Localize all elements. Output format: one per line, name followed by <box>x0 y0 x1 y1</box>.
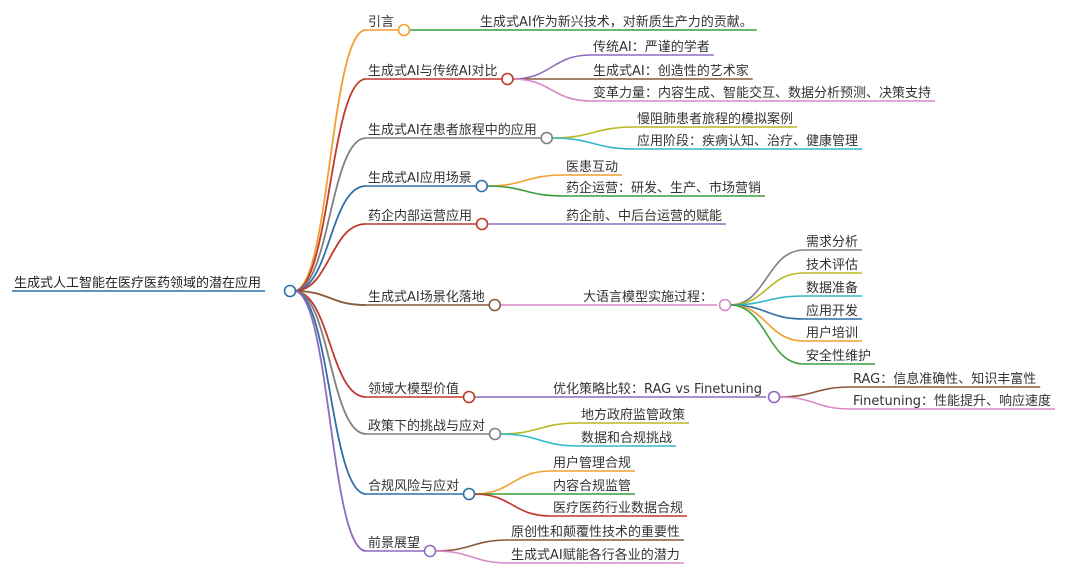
detail-5-0-5[interactable]: 安全性维护 <box>806 348 871 364</box>
branch-collapse-node-1[interactable] <box>501 72 514 86</box>
subtopic-5-0[interactable]: 大语言模型实施过程： <box>583 290 713 305</box>
branch-collapse-node-5[interactable] <box>488 298 502 312</box>
branch-topic-7[interactable]: 政策下的挑战与应对 <box>368 418 485 434</box>
branch-topic-6[interactable]: 领域大模型价值 <box>368 381 459 397</box>
subtopic-8-2[interactable]: 医疗医药行业数据合规 <box>553 501 683 516</box>
subtopic-2-0[interactable]: 慢阻肺患者旅程的模拟案例 <box>637 111 793 127</box>
branch-collapse-node-3[interactable] <box>475 179 489 193</box>
branch-topic-9[interactable]: 前景展望 <box>368 535 420 551</box>
subtopic-8-0[interactable]: 用户管理合规 <box>553 455 631 471</box>
branch-topic-2[interactable]: 生成式AI在患者旅程中的应用 <box>368 122 537 138</box>
subtopic-4-0[interactable]: 药企前、中后台运营的赋能 <box>566 208 722 224</box>
branch-collapse-node-7[interactable] <box>488 427 502 441</box>
branch-collapse-node-8[interactable] <box>462 487 476 501</box>
detail-connector-6-0-0 <box>779 386 852 398</box>
subtopic-connector-2-1 <box>551 137 636 150</box>
branch-connector-2 <box>293 137 367 292</box>
detail-6-0-1[interactable]: Finetuning：性能提升、响应速度 <box>853 393 1051 409</box>
subtopic-1-0[interactable]: 传统AI：严谨的学者 <box>593 39 710 55</box>
detail-connector-6-0-1 <box>779 396 852 410</box>
subtopic-6-0[interactable]: 优化策略比较：RAG vs Finetuning <box>553 381 762 397</box>
subtopic-connector-3-1 <box>486 185 565 197</box>
subtopic-connector-8-0 <box>474 470 552 495</box>
branch-connector-8 <box>293 290 367 495</box>
subtopic-connector-1-0 <box>512 54 592 80</box>
branch-topic-0[interactable]: 引言 <box>368 15 394 30</box>
detail-connector-5-0-5 <box>730 304 805 365</box>
subtopic-8-1[interactable]: 内容合规监管 <box>553 478 631 494</box>
branch-collapse-node-2[interactable] <box>540 131 554 145</box>
branch-collapse-node-4[interactable] <box>475 217 489 231</box>
subtopic-connector-1-2 <box>512 78 592 102</box>
root-collapse-node[interactable] <box>283 284 297 298</box>
subtopic-connector-7-0 <box>500 422 580 435</box>
subtopic-connector-9-1 <box>435 550 510 564</box>
subtopic-connector-9-0 <box>435 539 510 552</box>
branch-collapse-node-9[interactable] <box>423 544 437 558</box>
subtopic-connector-2-0 <box>551 126 636 139</box>
branch-connector-5 <box>293 290 367 306</box>
detail-6-0-0[interactable]: RAG：信息准确性、知识丰富性 <box>853 371 1036 387</box>
branch-topic-4[interactable]: 药企内部运营应用 <box>368 208 472 224</box>
subtopic-collapse-node-6-0[interactable] <box>767 390 781 404</box>
branch-topic-1[interactable]: 生成式AI与传统AI对比 <box>368 64 497 79</box>
subtopic-9-1[interactable]: 生成式AI赋能各行各业的潜力 <box>511 547 680 563</box>
subtopic-connector-3-0 <box>486 174 565 187</box>
branch-collapse-node-6[interactable] <box>462 390 476 404</box>
subtopic-connector-8-2 <box>474 493 552 517</box>
branch-collapse-node-0[interactable] <box>397 23 411 37</box>
subtopic-1-2[interactable]: 变革力量：内容生成、智能交互、数据分析预测、决策支持 <box>593 85 931 101</box>
detail-5-0-3[interactable]: 应用开发 <box>806 303 858 319</box>
subtopic-7-0[interactable]: 地方政府监管政策 <box>581 407 685 423</box>
detail-5-0-4[interactable]: 用户培训 <box>806 325 858 341</box>
branch-connector-6 <box>293 290 367 398</box>
detail-connector-5-0-0 <box>730 249 805 306</box>
subtopic-3-0[interactable]: 医患互动 <box>566 160 618 175</box>
detail-5-0-2[interactable]: 数据准备 <box>806 280 858 296</box>
branch-connector-1 <box>293 78 367 292</box>
branch-topic-5[interactable]: 生成式AI场景化落地 <box>368 290 485 305</box>
subtopic-7-1[interactable]: 数据和合规挑战 <box>581 431 672 446</box>
subtopic-1-1[interactable]: 生成式AI：创造性的艺术家 <box>593 63 749 79</box>
root-topic[interactable]: 生成式人工智能在医疗医药领域的潜在应用 <box>14 275 261 291</box>
subtopic-3-1[interactable]: 药企运营：研发、生产、市场营销 <box>566 180 761 196</box>
subtopic-connector-7-1 <box>500 433 580 447</box>
subtopic-2-1[interactable]: 应用阶段：疾病认知、治疗、健康管理 <box>637 133 858 149</box>
branch-connector-4 <box>293 223 367 292</box>
branch-connector-9 <box>293 290 367 552</box>
subtopic-collapse-node-5-0[interactable] <box>718 298 732 312</box>
branch-topic-8[interactable]: 合规风险与应对 <box>368 478 459 494</box>
branch-connector-3 <box>293 185 367 292</box>
subtopic-9-0[interactable]: 原创性和颠覆性技术的重要性 <box>511 524 680 540</box>
detail-5-0-1[interactable]: 技术评估 <box>806 258 858 273</box>
subtopic-0-0[interactable]: 生成式AI作为新兴技术，对新质生产力的贡献。 <box>480 14 753 30</box>
branch-connector-0 <box>293 29 367 292</box>
branch-connector-7 <box>293 290 367 435</box>
branch-topic-3[interactable]: 生成式AI应用场景 <box>368 170 472 186</box>
detail-5-0-0[interactable]: 需求分析 <box>806 235 858 250</box>
